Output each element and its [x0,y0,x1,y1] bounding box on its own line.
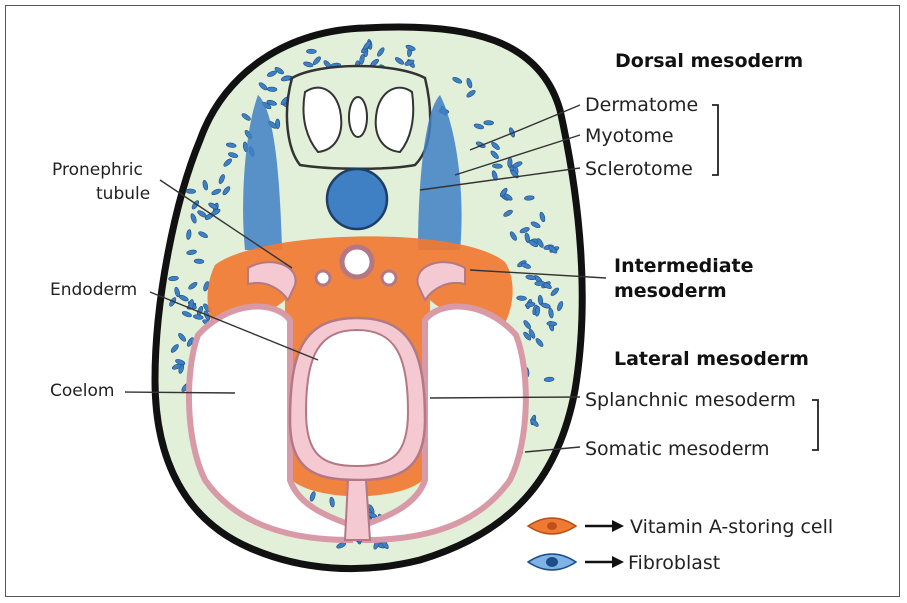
fibroblast-cell [484,121,494,126]
fibroblast-nucleus-icon [546,557,558,567]
label-dorsal-mesoderm: Dorsal mesoderm [615,50,803,72]
arrowhead-icon [612,556,624,568]
brace-lateral [812,400,818,450]
legend-item-fibroblast: Fibroblast [528,552,720,574]
legend-label-fibroblast: Fibroblast [628,552,720,574]
label-myotome: Myotome [585,125,674,147]
neural-canal [349,97,367,137]
legend-label-vitamin-a: Vitamin A-storing cell [630,516,833,538]
legend-item-vitamin-a: Vitamin A-storing cell [528,516,833,538]
label-endoderm: Endoderm [50,280,137,300]
fibroblast-cell [535,281,545,286]
fibroblast-cell [194,259,204,264]
label-coelom: Coelom [50,381,114,401]
fibroblast-cell [267,87,277,92]
label-lateral-mesoderm: Lateral mesoderm [614,348,809,370]
arrowhead-icon [612,520,624,532]
fibroblast-cell [186,189,196,194]
duct-right [382,271,396,285]
label-intermediate-1: Intermediate [614,255,754,277]
notochord [327,169,387,229]
leader-splanchnic [430,397,580,398]
fibroblast-cell [492,164,502,169]
leader-coelom [125,392,235,393]
mesentery [345,480,370,540]
dorsal-aorta [342,247,372,277]
vitamin-a-nucleus-icon [547,522,557,530]
fibroblast-cell [507,158,512,168]
label-sclerotome: Sclerotome [585,158,693,180]
fibroblast-cell [306,49,316,54]
fibroblast-cell [516,296,526,301]
brace-dorsal [712,105,718,175]
label-pronephric-1: Pronephric [52,160,143,180]
label-pronephric-2: tubule [96,184,150,204]
legend: Vitamin A-storing cell Fibroblast [528,516,833,574]
label-somatic: Somatic mesoderm [585,438,770,460]
label-dermatome: Dermatome [585,94,698,116]
label-splanchnic: Splanchnic mesoderm [585,389,796,411]
duct-left [316,271,330,285]
fibroblast-cell [547,321,557,326]
label-intermediate-2: mesoderm [614,280,727,302]
gut-lumen [306,330,408,466]
